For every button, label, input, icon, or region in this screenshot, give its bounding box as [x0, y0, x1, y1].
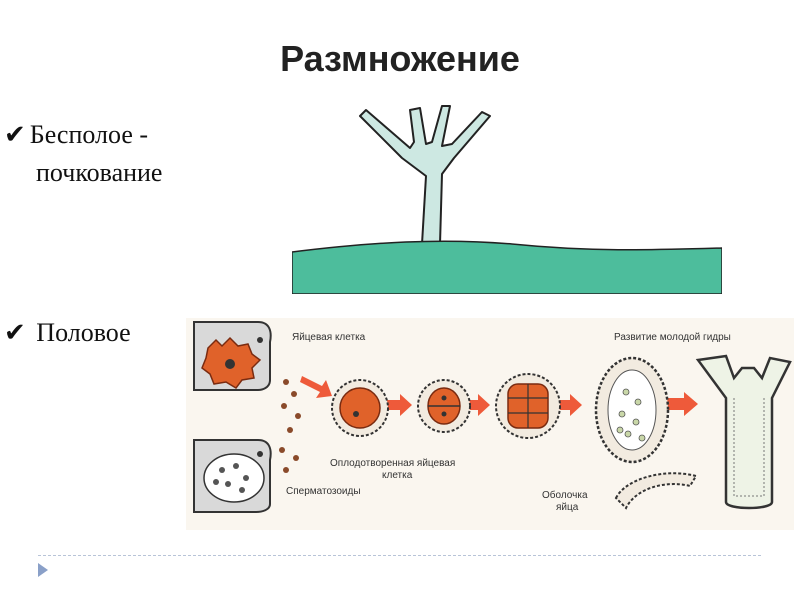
- two-cell-stage: [417, 379, 471, 433]
- label-fertilized-1: Оплодотворенная яйцевая: [330, 458, 455, 469]
- bullet-asexual-line1: Бесполое -: [29, 120, 149, 149]
- fertilized-egg: [331, 379, 389, 437]
- hydra-body: [359, 105, 491, 245]
- hydra-illustration: [292, 105, 722, 294]
- bullet-sexual-label: Половое: [36, 318, 131, 347]
- footer-divider: [38, 555, 761, 556]
- label-shell-1: Оболочка: [542, 489, 588, 501]
- sexual-reproduction-diagram: Яйцевая клетка Развитие молодой гидры Оп…: [186, 318, 794, 530]
- bullet-asexual: ✔Бесполое -: [4, 118, 148, 152]
- multi-cell-stage: [495, 373, 561, 439]
- sperm-cells: [279, 379, 301, 473]
- label-egg-cell: Яйцевая клетка: [292, 332, 366, 343]
- checkmark-icon: ✔: [4, 120, 26, 149]
- label-shell-2: яйца: [556, 502, 579, 513]
- egg-cell-container: [193, 321, 272, 391]
- process-arrows: [300, 376, 698, 416]
- young-hydra: [695, 354, 792, 510]
- label-fertilized-2: клетка: [382, 470, 413, 481]
- slide-title: Размножение: [280, 38, 520, 79]
- checkmark-icon: ✔: [4, 318, 26, 347]
- label-development: Развитие молодой гидры: [614, 332, 731, 343]
- label-sperm: Сперматозоиды: [286, 486, 361, 497]
- egg-shell: [614, 472, 698, 510]
- bullet-asexual-line2: почкование: [36, 158, 163, 187]
- sperm-cell-container: [193, 439, 272, 513]
- next-slide-arrow-icon[interactable]: [38, 563, 48, 577]
- ground: [292, 240, 722, 294]
- embryo-in-shell: [594, 356, 670, 464]
- bullet-sexual: ✔ Половое: [4, 316, 131, 350]
